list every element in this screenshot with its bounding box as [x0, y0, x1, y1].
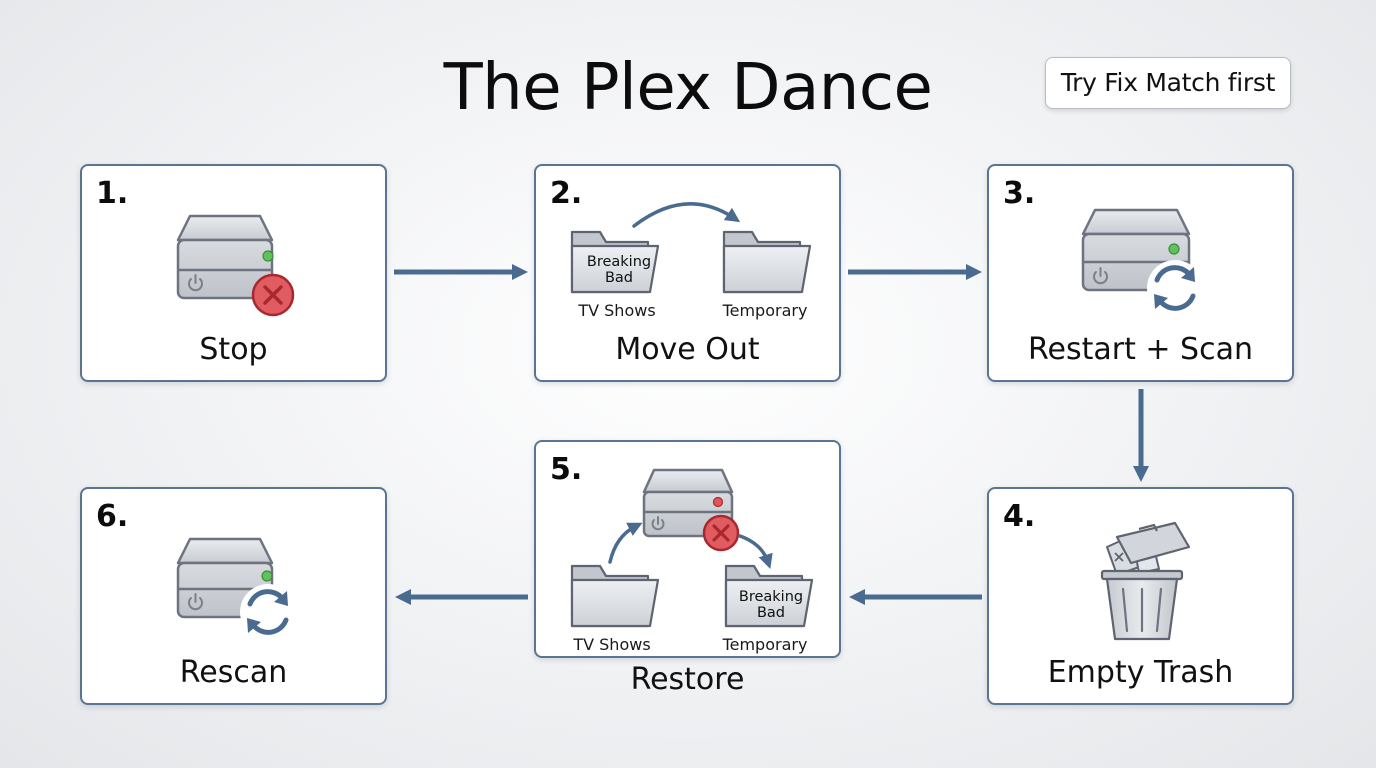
folder-item-label: Breaking Bad	[738, 589, 804, 621]
folder-caption: TV Shows	[573, 635, 651, 654]
curved-arrow-icon	[632, 202, 741, 228]
server-rescan-icon	[176, 537, 296, 640]
fix-match-note: Try Fix Match first	[1045, 57, 1291, 109]
step-label: Stop	[199, 332, 268, 367]
step-number: 6.	[96, 499, 129, 534]
curved-arrow-icon	[738, 534, 773, 569]
refresh-icon	[240, 584, 296, 640]
step-number: 1.	[96, 176, 129, 211]
curved-arrow-icon	[608, 522, 643, 564]
step-card-rescan: 6. Rescan	[80, 487, 387, 705]
folder-icon	[570, 564, 660, 628]
folder-caption: TV Shows	[578, 301, 656, 320]
error-x-icon	[251, 273, 295, 317]
step-number: 3.	[1003, 176, 1036, 211]
step-number: 5.	[550, 452, 583, 487]
step-label: Move Out	[615, 332, 760, 367]
step-card-stop: 1. Stop	[80, 164, 387, 382]
step-card-restore: 5. Breaking Bad TV Shows Temporary	[534, 440, 841, 697]
step-card-empty-trash: 4. Empty Trash	[987, 487, 1294, 705]
server-restart-icon	[1081, 208, 1203, 316]
step-label: Empty Trash	[1047, 655, 1234, 690]
step-card-restart-scan: 3. Restart + Scan	[987, 164, 1294, 382]
folder-item-label: Breaking Bad	[586, 254, 652, 286]
folder-caption: Temporary	[722, 635, 808, 654]
refresh-icon	[1147, 260, 1203, 316]
trash-can-icon	[1100, 521, 1191, 641]
error-x-icon	[702, 514, 740, 552]
step-label: Restart + Scan	[1028, 332, 1253, 367]
step-number: 4.	[1003, 499, 1036, 534]
step-label: Rescan	[179, 655, 288, 690]
folder-caption: Temporary	[722, 301, 808, 320]
server-stopped-icon	[642, 468, 740, 552]
server-stopped-icon	[176, 214, 295, 317]
step-card-move-out: 2. Breaking Bad TV Shows Temporary Move …	[534, 164, 841, 382]
folder-icon	[722, 230, 812, 294]
folder-icon	[724, 564, 814, 628]
step-number: 2.	[550, 176, 583, 211]
diagram-title: The Plex Dance	[443, 51, 933, 125]
folder-icon	[570, 230, 660, 294]
step-label: Restore	[630, 662, 745, 697]
